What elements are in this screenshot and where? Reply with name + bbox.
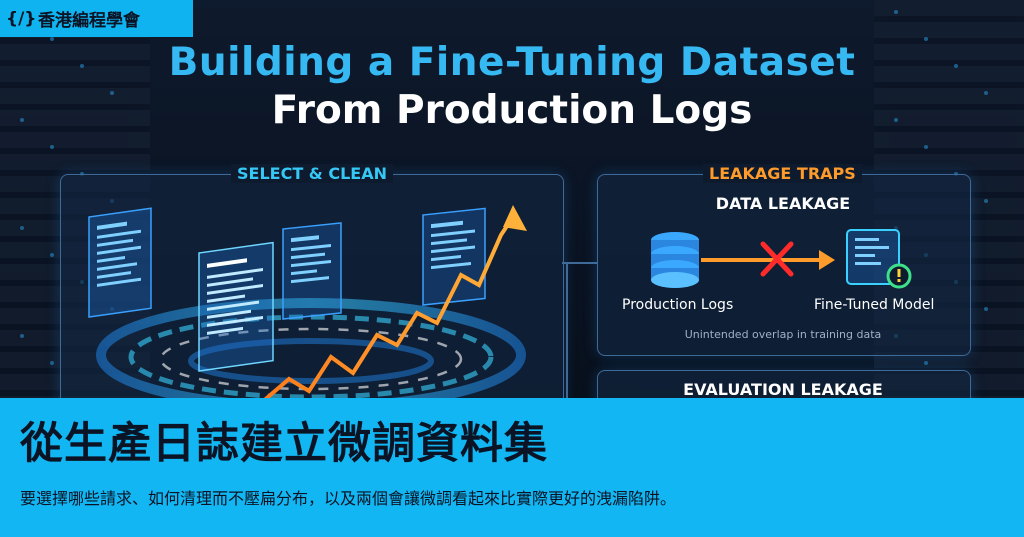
leakage-traps-heading: LEAKAGE TRAPS	[703, 164, 862, 183]
evaluation-leakage-panel	[597, 370, 971, 398]
rack-led	[20, 226, 24, 230]
rack-led	[20, 334, 24, 338]
hero-title-line1: Building a Fine-Tuning Dataset	[168, 40, 856, 85]
rack-led	[894, 10, 898, 14]
rack-led	[50, 145, 54, 149]
rack-led	[50, 37, 54, 41]
rack-led	[924, 361, 928, 365]
select-clean-illustration	[88, 205, 527, 398]
hero-title-line2: From Production Logs	[271, 88, 753, 133]
rack-led	[80, 64, 84, 68]
database-icon	[651, 232, 699, 288]
rack-led	[110, 91, 114, 95]
data-leakage-caption: Unintended overlap in training data	[684, 328, 882, 341]
cross-icon	[760, 241, 794, 277]
rack-led	[894, 118, 898, 122]
rack-led	[984, 199, 988, 203]
select-clean-heading: SELECT & CLEAN	[231, 164, 393, 183]
rack-led	[50, 361, 54, 365]
data-leakage-heading: DATA LEAKAGE	[715, 194, 851, 213]
logo-icon: {/}	[6, 8, 37, 29]
production-logs-label: Production Logs	[622, 297, 734, 313]
log-document-icon	[88, 207, 152, 318]
panel-connector-vertical	[566, 262, 568, 398]
article-title: 從生產日誌建立微調資料集	[20, 419, 548, 469]
rack-led	[924, 145, 928, 149]
article-summary: 要選擇哪些請求、如何清理而不壓扁分布，以及兩個會讓微調看起來比實際更好的洩漏陷阱…	[20, 489, 677, 508]
model-icon	[846, 229, 900, 285]
evaluation-leakage-heading: EVALUATION LEAKAGE	[683, 380, 883, 398]
log-document-icon	[282, 222, 342, 320]
data-leakage-diagram	[651, 229, 912, 289]
arrow-right-icon	[701, 250, 835, 270]
rack-led	[50, 253, 54, 257]
alert-icon	[886, 263, 912, 289]
rack-led	[20, 118, 24, 122]
rack-led	[984, 91, 988, 95]
brand-name: 香港編程學會	[38, 11, 140, 31]
article-caption-band	[0, 398, 1024, 537]
hero-illustration: Building a Fine-Tuning Dataset From Prod…	[0, 0, 1024, 398]
rack-led	[954, 64, 958, 68]
rack-led	[984, 307, 988, 311]
trend-arrow-icon	[263, 205, 527, 398]
panel-connector	[562, 262, 597, 264]
data-swirl	[96, 298, 526, 398]
log-document-icon	[198, 241, 274, 372]
select-clean-panel	[60, 174, 564, 398]
fine-tuned-model-label: Fine-Tuned Model	[814, 297, 935, 313]
rack-led	[924, 37, 928, 41]
brand-badge[interactable]: {/} 香港編程學會	[0, 0, 193, 37]
